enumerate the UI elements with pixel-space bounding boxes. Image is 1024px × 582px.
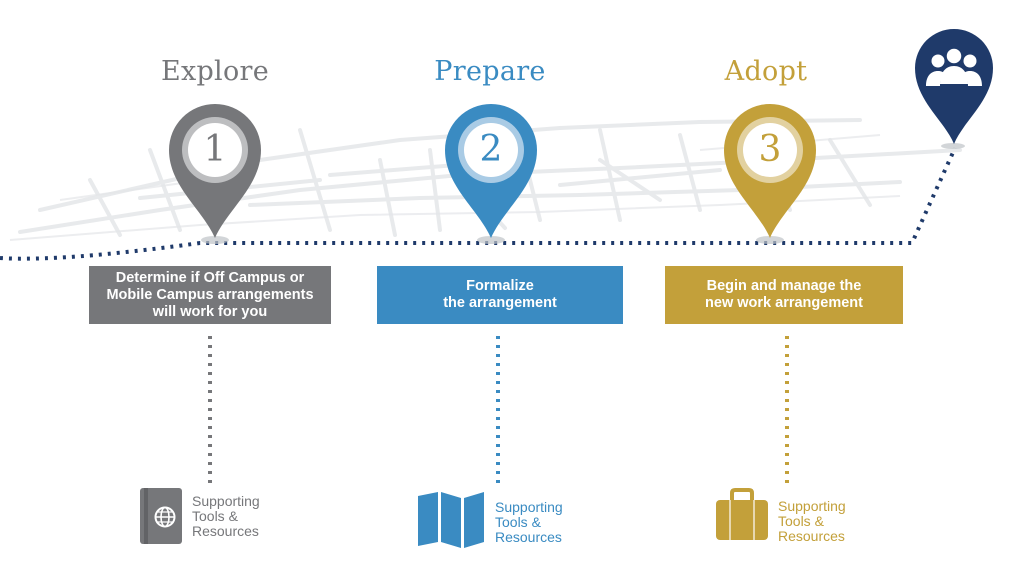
resources-link[interactable]: Supporting Tools & Resources	[192, 493, 260, 539]
step-description-box: Begin and manage the new work arrangemen…	[665, 266, 903, 324]
briefcase-icon[interactable]	[714, 488, 770, 544]
resources-link[interactable]: Supporting Tools & Resources	[778, 498, 846, 544]
step-number: 2	[479, 129, 503, 170]
step-description-box: Determine if Off Campus or Mobile Campus…	[89, 266, 331, 324]
step-title-prepare: Prepare	[434, 56, 546, 87]
step-description-box: Formalize the arrangement	[377, 266, 623, 324]
step-number: 3	[758, 129, 782, 170]
map-pin-icon	[724, 104, 816, 238]
step-title-explore: Explore	[160, 56, 270, 87]
people-group-icon	[915, 29, 993, 144]
map-pin-icon	[445, 104, 537, 238]
step-number: 1	[203, 129, 227, 170]
map-pin-icon	[169, 104, 261, 238]
step-title-adopt: Adopt	[724, 56, 808, 87]
folded-map-icon[interactable]	[416, 490, 488, 550]
resources-link[interactable]: Supporting Tools & Resources	[495, 499, 563, 545]
passport-globe-icon[interactable]	[136, 486, 188, 546]
